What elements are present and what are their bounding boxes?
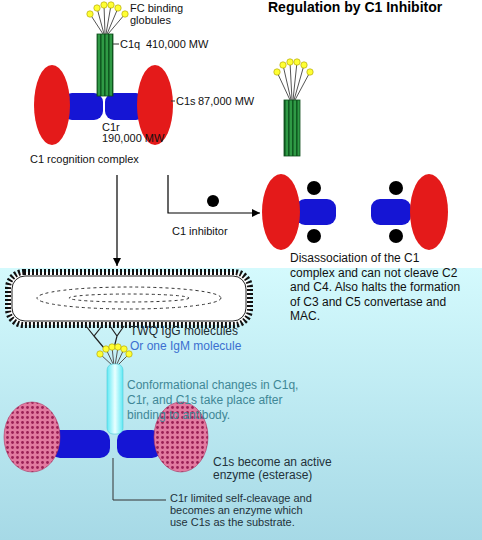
fc-globule — [115, 5, 121, 11]
c1s-ellipse — [410, 174, 448, 250]
label-text: FC binding globules — [130, 2, 188, 26]
figure-group: TWQ IgG molecules Or one IgM moleculeConf… — [0, 266, 440, 540]
leader-line — [113, 458, 166, 500]
cell-nucleus — [69, 294, 189, 302]
figure-group: Disassociation of the C1 complex and can… — [260, 55, 482, 325]
label-text: C1r — [102, 121, 120, 133]
c1r-bar — [371, 199, 411, 225]
label-text: 190,000 MW — [102, 132, 164, 144]
inhibitor-dot — [389, 181, 403, 195]
background-band — [0, 268, 482, 540]
fc-globule — [87, 11, 93, 17]
label-text: 87,000 MW — [198, 95, 254, 107]
label-text: C1s — [176, 95, 196, 107]
cell-membrane-inner — [12, 276, 246, 321]
fc-globule — [122, 11, 128, 17]
label-text: C1r limited self-cleavage and becomes an… — [170, 492, 320, 528]
c1q-bar — [97, 34, 113, 96]
c1s-ellipse — [4, 402, 60, 472]
label-text: Disassociation of the C1 complex and can… — [290, 251, 462, 324]
arrow-connector — [168, 175, 260, 213]
inhibitor-dot — [389, 229, 403, 243]
inhibitor-dot — [307, 181, 321, 195]
cell-membrane — [8, 272, 250, 325]
c1q-bar — [107, 364, 123, 434]
fc-globule — [97, 351, 103, 357]
fc-globule — [121, 346, 127, 352]
fc-globule — [294, 59, 300, 65]
label-text: C1 rcognition complex — [30, 153, 139, 165]
fc-globule — [108, 2, 114, 8]
c1r-bar — [296, 199, 336, 225]
fc-globule — [274, 69, 280, 75]
label-text: 410,000 MW — [146, 38, 208, 50]
arrow-connector — [116, 175, 117, 266]
fc-globule — [101, 2, 107, 8]
globule-stalks — [277, 62, 310, 100]
fc-globule — [94, 5, 100, 11]
inhibitor-dot — [207, 195, 219, 207]
fc-globule — [115, 344, 121, 350]
leader-line — [171, 101, 175, 102]
fc-globule — [301, 62, 307, 68]
fc-globule — [280, 62, 286, 68]
label-text: C1q — [120, 38, 140, 50]
leader-line — [113, 44, 119, 45]
diagram-title: Regulation by C1 Inhibitor — [268, 0, 442, 15]
figure-group: FC binding globulesC1q 410,000 MW C1s87,00… — [28, 0, 258, 175]
fc-globule — [109, 344, 115, 350]
c1s-ellipse — [262, 174, 300, 250]
globule-stalks — [90, 5, 125, 34]
fc-globule — [287, 59, 293, 65]
fc-globule — [103, 346, 109, 352]
label-text: Or one IgM molecule — [130, 340, 241, 353]
c1s-ellipse — [34, 65, 70, 145]
cell-nucleus — [37, 287, 221, 309]
label-text: Conformational changes in C1q, C1r, and … — [127, 378, 312, 423]
fc-globule — [307, 69, 313, 75]
label-text: TWQ IgG molecules — [130, 325, 238, 338]
c1q-bar — [284, 100, 300, 156]
edge-label: C1 inhibitor — [172, 225, 228, 237]
label-text: C1s become an active enzyme (esterase) — [213, 456, 353, 482]
inhibitor-dot — [307, 229, 321, 243]
